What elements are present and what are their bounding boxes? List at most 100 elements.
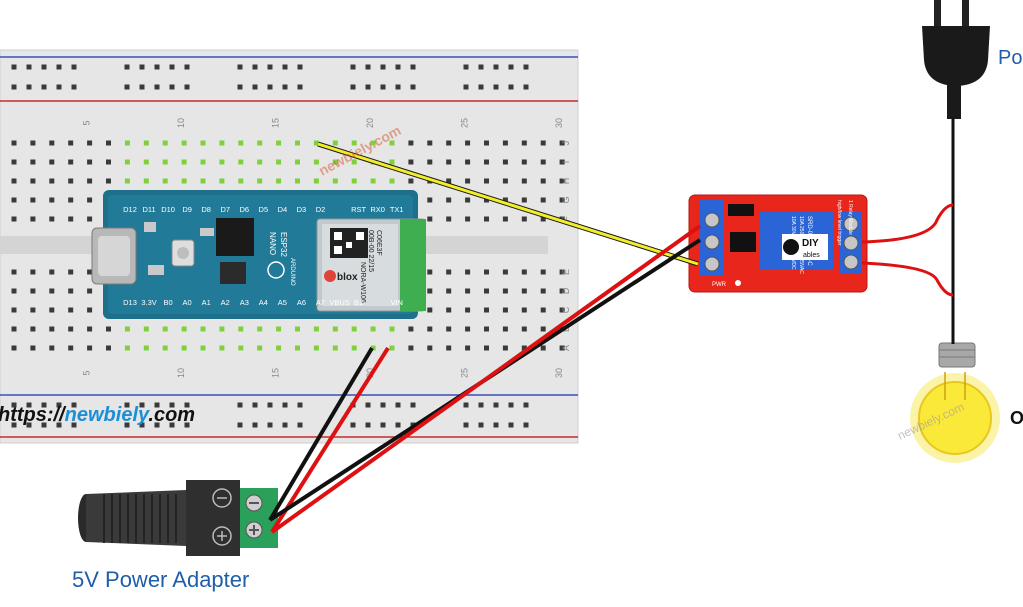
breadboard-hole [351,140,357,146]
column-number: 5 [82,120,92,125]
breadboard-hole [332,345,338,351]
minus-symbol [212,488,232,508]
rail-hole [26,84,32,90]
breadboard-hole [106,159,111,165]
breadboard-hole [370,345,376,351]
breadboard-hole [465,326,471,332]
rail-hole [56,84,62,90]
breadboard-hole [559,178,565,184]
rail-hole [493,64,499,70]
rail-hole [282,84,288,90]
breadboard-hole [427,288,433,294]
rail-hole [282,422,288,428]
breadboard-hole [87,140,93,146]
breadboard-hole [427,140,433,146]
breadboard-hole [87,159,93,165]
pin-label: A5 [278,298,287,307]
rail-hole [297,402,303,408]
rail-hole [493,422,499,428]
ac-wire-red-1 [861,203,954,244]
rail-hole [252,64,258,70]
row-letter: G [561,196,571,203]
row-letter: E [561,269,571,275]
pwr-text: PWR [712,282,727,288]
pin-label: D13 [123,298,137,307]
pin-label: D9 [182,205,192,214]
breadboard-hole [427,345,433,351]
breadboard-hole [559,345,565,351]
breadboard-hole [446,345,452,351]
column-number: 20 [365,118,375,128]
breadboard-hole [200,345,206,351]
breadboard-hole [87,345,93,351]
row-letter: I [561,161,571,164]
breadboard-hole [30,269,36,275]
breadboard-hole [219,326,225,332]
breadboard-hole [484,216,489,222]
breadboard-hole [465,269,471,275]
rail-hole [71,422,77,428]
breadboard-hole [465,178,471,184]
breadboard-hole [49,178,55,184]
breadboard-hole [257,159,263,165]
rail-hole [463,64,469,70]
rail-hole [463,402,469,408]
vcc-wire-relay [270,224,702,534]
breadboard-hole [559,307,565,313]
breadboard-hole [408,159,414,165]
breadboard-hole [446,307,452,313]
breadboard-hole [408,140,414,146]
breadboard-hole [200,140,206,146]
wires [268,118,955,534]
rail-hole [267,402,273,408]
rail-hole [139,402,145,408]
breadboard-hole [219,159,225,165]
breadboard-hole [68,197,74,203]
breadboard-hole [446,178,452,184]
breadboard-hole [521,269,527,275]
breadboard-hole [124,178,130,184]
pin-label: VBUS [329,298,349,307]
breadboard-hole [68,140,74,146]
rail-hole [124,84,130,90]
breadboard-hole [87,178,93,184]
pin-label: A4 [259,298,268,307]
breadboard-hole [389,345,395,351]
breadboard-hole [484,269,489,275]
rail-hole [154,422,160,428]
rail-hole [41,84,47,90]
rail-hole [395,402,401,408]
breadboard-hole [540,345,546,351]
bulb-base [938,342,976,368]
rail-hole [237,64,243,70]
arduino-nano-esp32: blox C06E3F 00B-00 22/15 NORA-W106 NANO … [91,190,426,319]
breadboard-hole [465,288,471,294]
breadboard-hole [257,140,263,146]
row-letter: F [561,216,571,222]
breadboard-hole [49,159,55,165]
dc-power-adapter [78,480,278,556]
breadboard-hole [502,159,508,165]
breadboard-hole [11,159,17,165]
breadboard-hole [257,345,263,351]
breadboard-hole [427,216,433,222]
pin-label: D5 [259,205,269,214]
pin-label: RX0 [370,205,385,214]
rail-hole [41,402,47,408]
breadboard-hole [502,307,508,313]
module-line2: 00B-00 22/15 [367,230,374,272]
breadboard-hole [11,345,17,351]
rail-hole [26,402,32,408]
breadboard-hole [200,159,206,165]
breadboard-hole [30,197,36,203]
breadboard-hole [370,140,376,146]
pin-label: B0 [164,298,173,307]
breadboard-hole [219,345,225,351]
rail-hole [508,422,514,428]
rail-hole [56,402,62,408]
breadboard-hole [446,197,452,203]
breadboard-hole [181,326,187,332]
breadboard-hole [332,326,338,332]
